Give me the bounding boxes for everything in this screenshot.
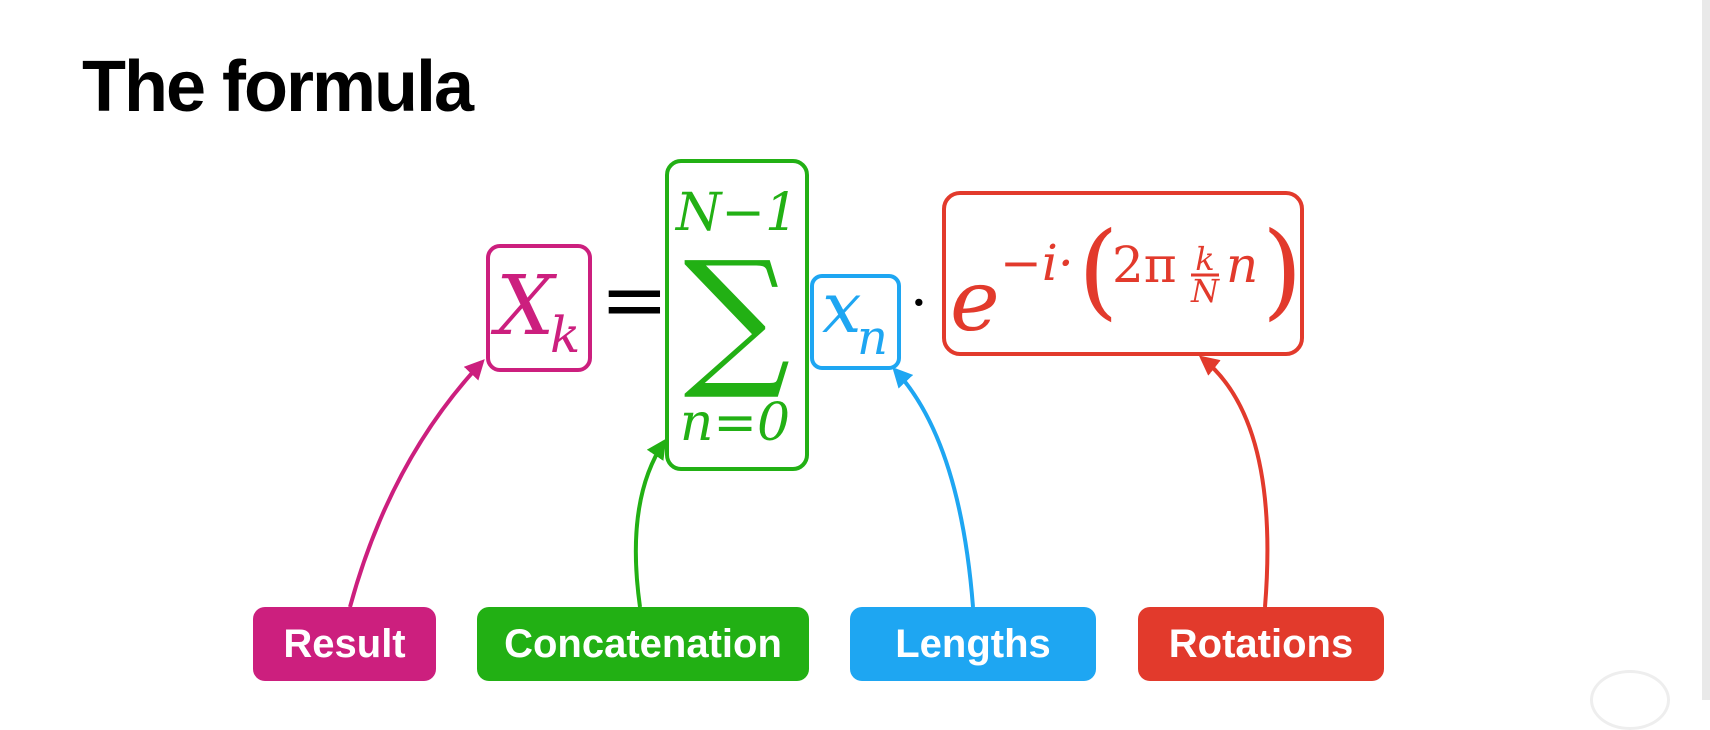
lengths-box	[810, 274, 901, 370]
rotations-label: Rotations	[1138, 607, 1384, 681]
rotation-fraction-denominator: N	[1190, 272, 1220, 310]
sum-upper-limit: N−1	[674, 183, 798, 243]
sum-box	[665, 159, 809, 471]
lengths-symbol: x	[822, 267, 861, 349]
multiply-dot: ·	[910, 271, 928, 336]
sum-symbol: ∑	[683, 230, 790, 404]
equals-sign: =	[600, 253, 669, 348]
rotations-arrow	[1198, 355, 1270, 608]
rotation-two-pi: 2π	[1112, 236, 1177, 294]
rotation-close-paren: )	[1262, 209, 1303, 331]
concatenation-arrow	[633, 438, 667, 608]
rotation-base: e	[950, 252, 1000, 350]
concatenation-label: Concatenation	[477, 607, 809, 681]
result-label: Result	[253, 607, 436, 681]
rotation-box	[942, 191, 1304, 356]
page-title: The formula	[82, 47, 474, 127]
rotation-n: n	[1226, 236, 1258, 294]
formula-diagram: X k = N−1 ∑ n=0 x n · e −i· ( 2π k N n )	[348, 159, 1304, 608]
lengths-subscript: n	[857, 310, 888, 366]
result-arrow	[348, 359, 485, 608]
result-box	[486, 244, 592, 372]
rotation-fraction-numerator: k	[1195, 240, 1214, 278]
rotation-open-paren: (	[1078, 209, 1119, 331]
sum-lower-limit: n=0	[680, 393, 790, 453]
result-subscript: k	[550, 306, 580, 364]
result-symbol: X	[490, 259, 558, 354]
lengths-arrow	[892, 367, 975, 608]
rotation-exponent-prefix: −i·	[1000, 234, 1074, 292]
watermark-shape	[1590, 670, 1670, 730]
lengths-label: Lengths	[850, 607, 1096, 681]
window-edge	[1702, 0, 1710, 700]
